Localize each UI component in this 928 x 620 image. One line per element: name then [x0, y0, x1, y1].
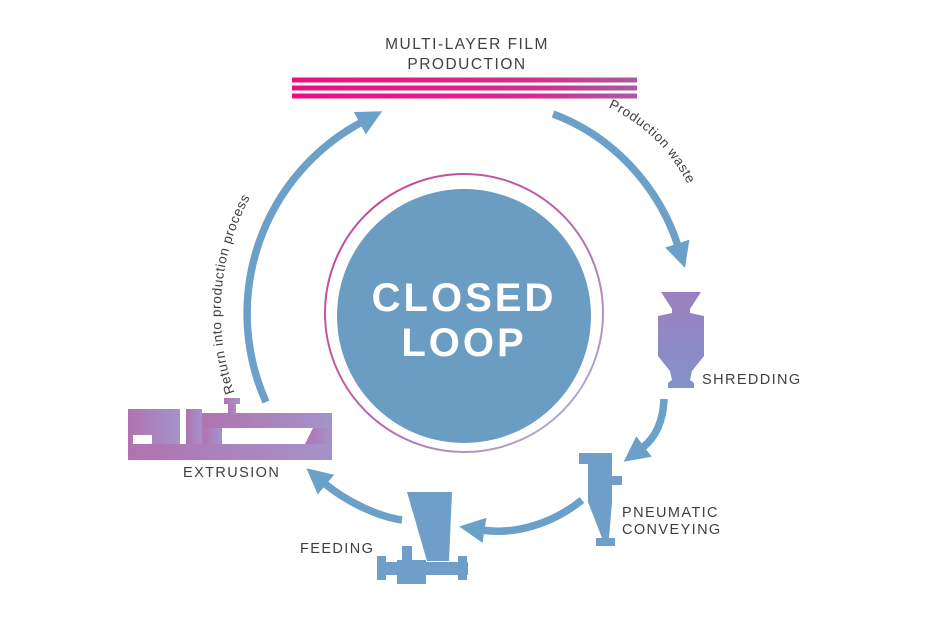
loop-ring [324, 173, 604, 453]
extrusion-label: EXTRUSION [183, 465, 280, 481]
arrow-pneumatic-to-feeding [459, 497, 585, 543]
cyclone-icon [579, 453, 622, 546]
feeder-icon [377, 492, 468, 584]
arrow-shredding-to-pneumatic [623, 398, 668, 462]
diagram-title-line2: PRODUCTION [407, 56, 526, 73]
diagram-title-line1: MULTI-LAYER FILM [385, 36, 549, 53]
center-label-line2: LOOP [401, 321, 526, 365]
shredder-icon [658, 292, 704, 388]
arrow-extrusion-to-production [243, 111, 383, 404]
center-label-line1: CLOSED [372, 276, 557, 320]
flow-label-production-waste: Production waste [607, 96, 699, 185]
extruder-icon [128, 398, 332, 460]
feeding-label: FEEDING [300, 541, 374, 557]
shredding-label: SHREDDING [702, 372, 802, 388]
pneumatic-label-line2: CONVEYING [622, 522, 722, 538]
arrow-feeding-to-extrusion [306, 468, 403, 524]
closed-loop-circle [337, 189, 591, 443]
pneumatic-label-line1: PNEUMATIC [622, 505, 719, 521]
arrow-production-to-shredding [551, 110, 690, 268]
film-stripes-icon [292, 77, 637, 99]
